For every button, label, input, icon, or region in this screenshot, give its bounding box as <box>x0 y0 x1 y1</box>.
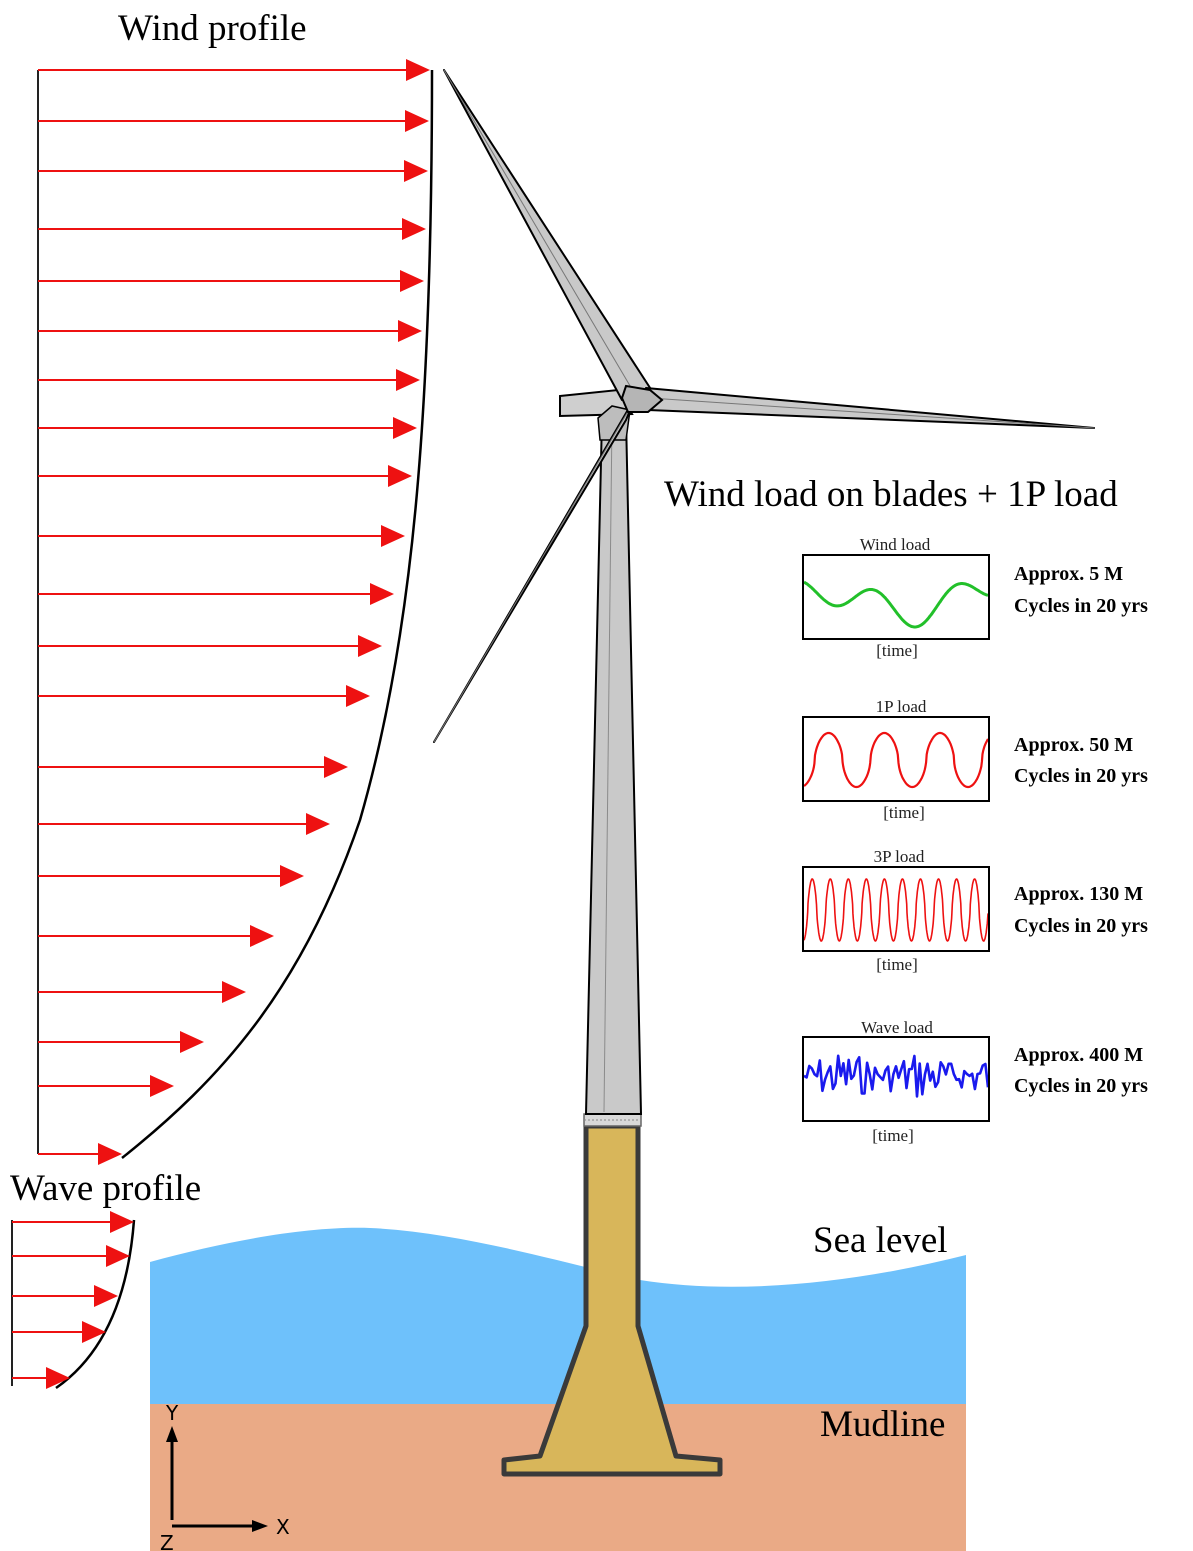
blade-right <box>645 387 1095 429</box>
wind-profile-arrows <box>38 59 430 1165</box>
profile-arrow-head <box>222 981 246 1003</box>
3p-load-signal <box>804 878 988 942</box>
load-chart-title: 1P load <box>876 697 927 716</box>
load-chart-frame <box>802 554 990 640</box>
profile-arrow-head <box>404 160 428 182</box>
load-chart-time-label: [time] <box>876 641 918 660</box>
cycles-amount: Approx. 50 M <box>1014 734 1133 756</box>
profile-arrow-head <box>324 756 348 778</box>
cycles-period: Cycles in 20 yrs <box>1014 765 1148 787</box>
wind-load-on-blades-title: Wind load on blades + 1P load <box>664 474 1118 515</box>
profile-arrow-head <box>82 1321 106 1343</box>
profile-arrow-head <box>405 110 429 132</box>
x-axis-arrowhead <box>252 1520 268 1532</box>
x-axis-label: X <box>276 1515 290 1539</box>
cycles-amount: Approx. 130 M <box>1014 883 1143 905</box>
profile-arrow-head <box>402 218 426 240</box>
profile-arrow-head <box>396 369 420 391</box>
profile-arrow-head <box>400 270 424 292</box>
wave-load-signal <box>804 1054 988 1098</box>
z-axis-label: Z <box>160 1531 174 1551</box>
profile-arrow-head <box>46 1367 70 1389</box>
cycles-amount: Approx. 400 M <box>1014 1044 1143 1066</box>
profile-arrow-head <box>306 813 330 835</box>
cycles-amount: Approx. 5 M <box>1014 563 1123 585</box>
load-chart-title: Wind load <box>860 535 931 554</box>
profile-arrow-head <box>388 465 412 487</box>
wave-profile-curve <box>55 1219 136 1390</box>
profile-arrow-head <box>406 59 430 81</box>
wave-profile-title: Wave profile <box>10 1168 201 1209</box>
load-chart-wind: Wind load [time] Approx. 5 M Cycles in 2… <box>802 535 1148 660</box>
profile-arrow-head <box>250 925 274 947</box>
profile-arrow-head <box>358 635 382 657</box>
profile-arrow-head <box>150 1075 174 1097</box>
profile-arrow-head <box>180 1031 204 1053</box>
sea-water <box>150 1227 966 1404</box>
load-chart-time-label: [time] <box>883 803 925 822</box>
load-chart-title: Wave load <box>861 1018 933 1037</box>
blade-upper <box>443 69 655 401</box>
profile-arrow-head <box>393 417 417 439</box>
load-chart-frame <box>802 716 990 802</box>
profile-arrow-head <box>94 1285 118 1307</box>
load-chart-title: 3P load <box>874 847 925 866</box>
profile-arrow-head <box>106 1245 130 1267</box>
load-chart-wave: Wave load [time] Approx. 400 M Cycles in… <box>802 1018 1148 1145</box>
profile-arrow-head <box>110 1211 134 1233</box>
load-chart-time-label: [time] <box>876 955 918 974</box>
sea-level-label: Sea level <box>813 1220 948 1261</box>
profile-arrow-head <box>98 1143 122 1165</box>
wind-load-signal <box>804 580 988 629</box>
load-chart-time-label: [time] <box>872 1126 914 1145</box>
load-chart-1p: 1P load [time] Approx. 50 M Cycles in 20… <box>802 697 1148 822</box>
profile-arrow-head <box>398 320 422 342</box>
load-chart-3p: 3P load [time] Approx. 130 M Cycles in 2… <box>802 847 1148 974</box>
profile-arrow-head <box>370 583 394 605</box>
monopile-foundation <box>501 1123 723 1477</box>
profile-arrow-head <box>280 865 304 887</box>
cycles-period: Cycles in 20 yrs <box>1014 1075 1148 1097</box>
1p-load-signal <box>804 731 988 789</box>
y-axis-label: Y <box>165 1401 179 1425</box>
rotor-hub <box>620 384 664 413</box>
profile-arrow-head <box>346 685 370 707</box>
profile-arrow-head <box>381 525 405 547</box>
wave-profile-arrows <box>12 1211 134 1389</box>
tower <box>584 417 643 1115</box>
y-axis-arrowhead <box>166 1426 178 1442</box>
wind-profile-curve <box>121 69 434 1159</box>
mudline-label: Mudline <box>820 1404 945 1445</box>
cycles-period: Cycles in 20 yrs <box>1014 915 1148 937</box>
wind-profile-title: Wind profile <box>118 8 307 49</box>
cycles-period: Cycles in 20 yrs <box>1014 595 1148 617</box>
